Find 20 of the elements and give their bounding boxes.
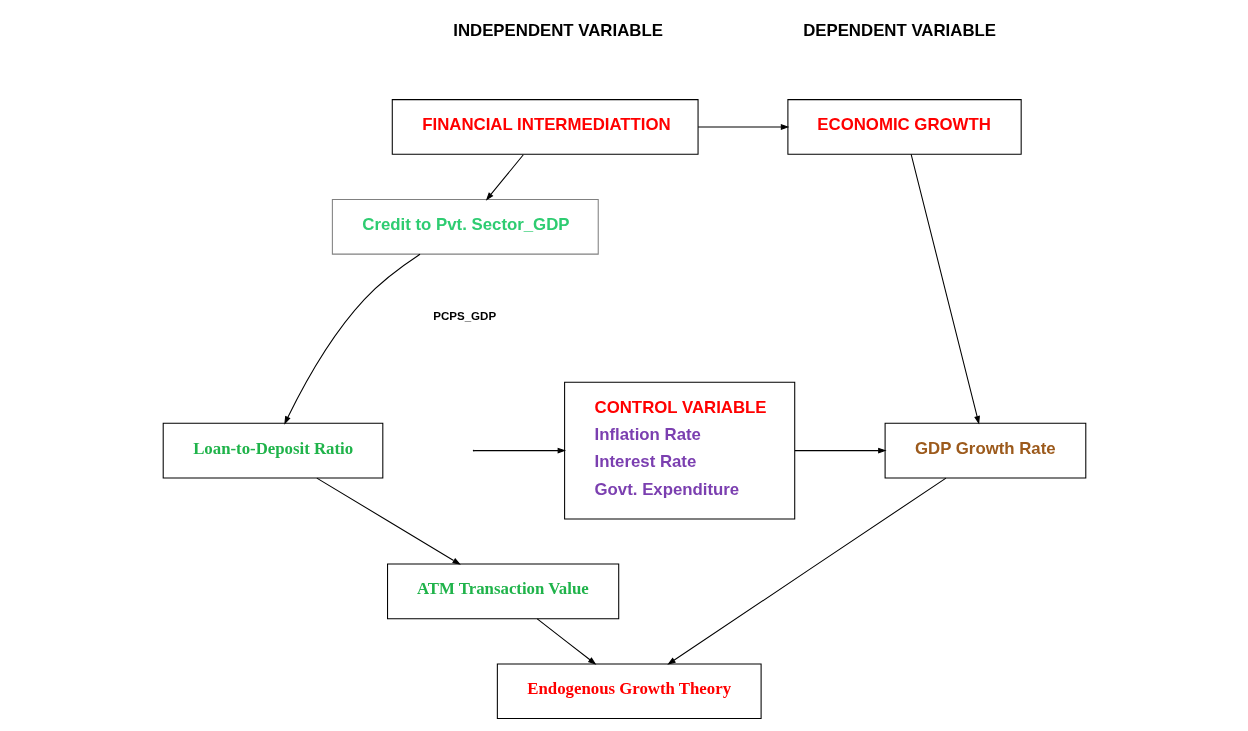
node-box: ECONOMIC GROWTH (786, 99, 1022, 155)
node-box: ATM Transaction Value (386, 563, 619, 620)
node-box: FINANCIAL INTERMEDIATTION (391, 99, 699, 155)
arrow (315, 477, 461, 565)
label: INDEPENDENT VARIABLE (452, 21, 663, 41)
node-box: Loan-to-Deposit Ratio (162, 422, 383, 479)
label: PCPS_GDP (432, 310, 496, 323)
arrow (536, 618, 596, 665)
arrow (910, 153, 980, 425)
label: DEPENDENT VARIABLE (802, 21, 996, 41)
node-box: Endogenous Growth Theory (496, 663, 762, 720)
node-box: GDP Growth Rate (884, 422, 1086, 479)
node-box: Credit to Pvt. Sector_GDP (331, 198, 599, 255)
arrow (283, 253, 421, 425)
arrow (666, 477, 946, 665)
arrow (485, 154, 524, 201)
node-box: CONTROL VARIABLE Inflation Rate Interest Rate Govt. Expenditure (563, 381, 795, 520)
arrow (473, 447, 566, 454)
arrow (697, 124, 789, 130)
arrow (793, 447, 887, 454)
